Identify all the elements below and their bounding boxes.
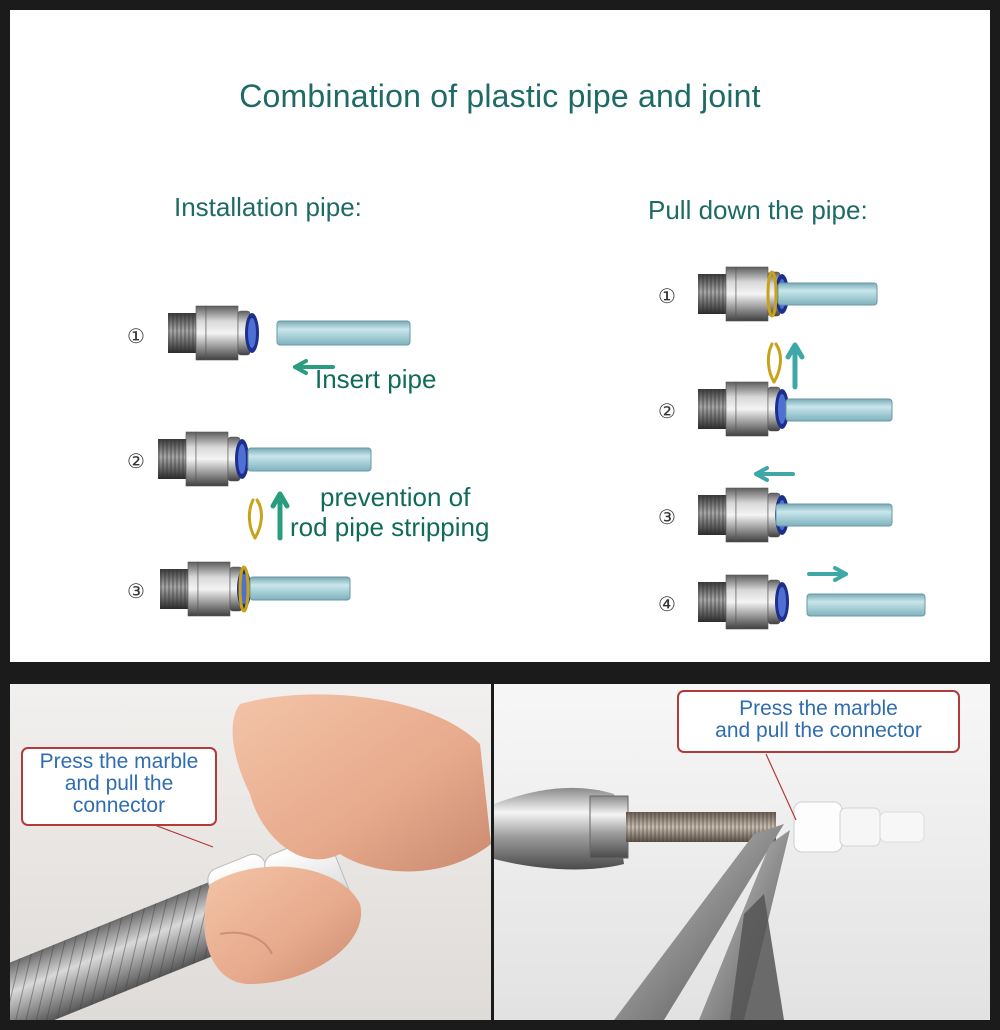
remove-pipe-4: [806, 593, 926, 617]
remove-step-4-marker: ④: [658, 592, 676, 616]
install-fitting-2: [157, 431, 250, 487]
remove-clip: [766, 342, 782, 384]
remove-fitting-3: [697, 487, 790, 543]
install-fitting-1: [167, 305, 260, 361]
remove-fitting-4: [697, 574, 790, 630]
remove-fitting-2: [697, 381, 790, 437]
thumb: [204, 866, 362, 984]
callout-press-marble-right: Press the marble and pull the connector: [677, 690, 960, 753]
install-clip: [247, 498, 263, 540]
pull-clip-arrow: [785, 342, 805, 390]
install-fitting-3: [159, 561, 252, 617]
remove-step-3-marker: ③: [658, 505, 676, 529]
callout-press-marble-left: Press the marble and pull the connector: [21, 747, 217, 826]
remove-pipe-1: [777, 282, 878, 306]
install-pipe-3: [249, 576, 351, 601]
install-step-3-marker: ③: [127, 579, 145, 603]
photo-hand-pressing-connector: Press the marble and pull the connector: [10, 684, 491, 1020]
install-pipe-2: [247, 447, 372, 472]
install-step-2-marker: ②: [127, 449, 145, 473]
install-step-1-marker: ①: [127, 324, 145, 348]
push-clip-arrow: [270, 491, 290, 541]
prevention-label-line-2: rod pipe stripping: [290, 512, 490, 542]
insert-arrow: [293, 359, 335, 375]
white-fitting: [793, 801, 843, 853]
hand: [232, 694, 491, 872]
photo-tool-releasing-connector: Press the marble and pull the connector: [494, 684, 990, 1020]
insert-pipe-label: Insert pipe: [315, 364, 437, 394]
remove-clip-seated: [766, 270, 778, 318]
diagram-panel: Combination of plastic pipe and joint In…: [10, 10, 990, 662]
diagram-title: Combination of plastic pipe and joint: [239, 78, 761, 114]
remove-step-1-marker: ①: [658, 284, 676, 308]
callout-leader: [765, 753, 797, 821]
faucet-nut: [589, 795, 629, 859]
fitting-diagram: ① ② ③ ① ② ③ ④: [127, 266, 926, 630]
pull-out-arrow: [807, 566, 848, 582]
install-pipe-1: [276, 320, 411, 346]
install-clip-seated: [238, 565, 250, 613]
remove-step-2-marker: ②: [658, 399, 676, 423]
pliers-handle-1: [614, 824, 784, 1020]
prevention-label-line-1: prevention of: [320, 482, 471, 512]
installation-heading: Installation pipe:: [174, 192, 362, 222]
removal-heading: Pull down the pipe:: [648, 195, 868, 225]
press-in-arrow: [754, 466, 795, 482]
remove-pipe-2: [785, 398, 893, 422]
hand-photo-illustration: [10, 684, 491, 1020]
remove-pipe-3: [775, 503, 893, 527]
